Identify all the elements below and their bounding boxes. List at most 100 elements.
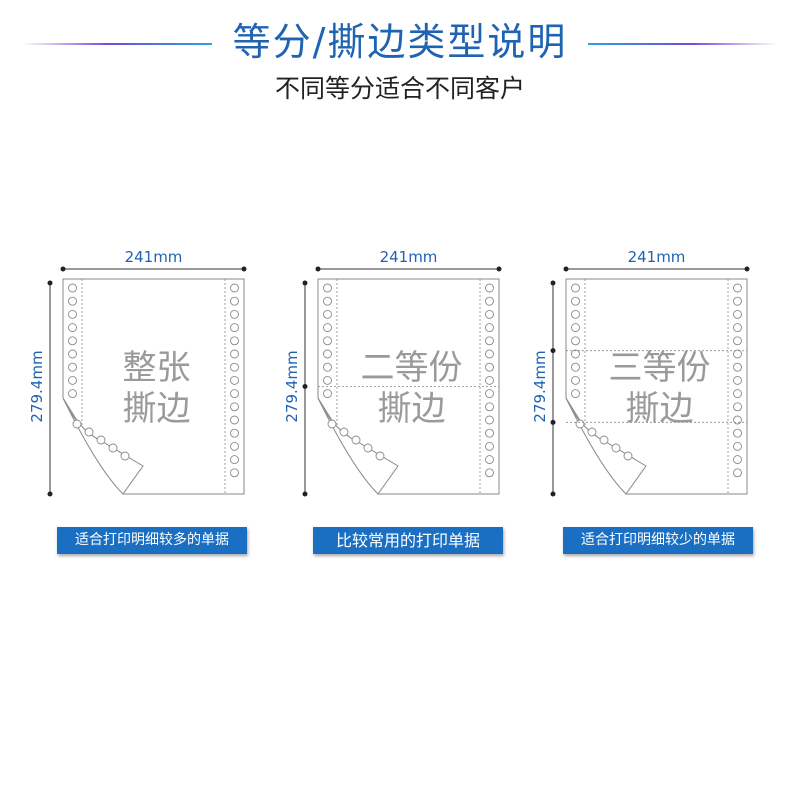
height-label: 279.4mm: [283, 350, 301, 422]
feed-hole: [485, 283, 494, 293]
dimension-dot: [241, 266, 247, 272]
folded-corner: [317, 397, 399, 495]
width-label: 241mm: [125, 248, 183, 266]
dimension-dot: [550, 419, 556, 425]
dimension-dot: [302, 491, 308, 497]
feed-hole: [323, 375, 332, 385]
caption-two-part: 比较常用的打印单据: [313, 527, 503, 554]
dimension-dot: [47, 491, 53, 497]
feed-hole: [323, 296, 332, 306]
feed-hole: [230, 428, 239, 438]
dimension-dot: [550, 348, 556, 354]
feed-hole: [485, 362, 494, 372]
dimension-dot: [60, 266, 66, 272]
height-label: 279.4mm: [531, 350, 549, 422]
feed-hole: [108, 443, 118, 453]
feed-hole: [485, 441, 494, 451]
dimension-dot: [496, 266, 502, 272]
feed-hole: [571, 362, 580, 372]
feed-hole: [375, 451, 385, 461]
feed-hole: [230, 415, 239, 425]
feed-hole: [733, 415, 742, 425]
feed-hole: [327, 419, 337, 429]
dimension-dot: [744, 266, 750, 272]
feed-hole: [485, 389, 494, 399]
feed-hole: [571, 283, 580, 293]
feed-hole: [230, 296, 239, 306]
feed-hole: [323, 309, 332, 319]
feed-hole: [733, 309, 742, 319]
feed-hole: [323, 362, 332, 372]
feed-hole: [68, 389, 77, 399]
feed-hole: [485, 323, 494, 333]
feed-hole: [68, 349, 77, 359]
dimension-dot: [47, 280, 53, 286]
feed-hole: [733, 375, 742, 385]
dimension-dot: [550, 491, 556, 497]
feed-hole: [68, 296, 77, 306]
feed-hole: [96, 435, 106, 445]
feed-hole: [485, 402, 494, 412]
feed-hole: [571, 349, 580, 359]
dimension-dot: [550, 280, 556, 286]
feed-hole: [230, 441, 239, 451]
feed-hole: [323, 349, 332, 359]
feed-hole: [733, 296, 742, 306]
feed-hole: [733, 402, 742, 412]
feed-hole: [485, 455, 494, 465]
feed-hole: [363, 443, 373, 453]
type-label-line1: 整张: [123, 348, 191, 388]
type-label-line1: 三等份: [609, 348, 711, 388]
feed-hole: [733, 349, 742, 359]
feed-hole: [230, 362, 239, 372]
feed-hole: [485, 468, 494, 478]
feed-hole: [623, 451, 633, 461]
type-label-line2: 撕边: [626, 389, 694, 429]
feed-hole: [599, 435, 609, 445]
feed-hole: [230, 375, 239, 385]
page-title: 等分/撕边类型说明: [232, 20, 568, 64]
feed-hole: [733, 323, 742, 333]
feed-hole: [230, 336, 239, 346]
dimension-dot: [302, 384, 308, 389]
feed-hole: [485, 349, 494, 359]
feed-hole: [84, 427, 94, 437]
feed-hole: [323, 323, 332, 333]
feed-hole: [733, 455, 742, 465]
feed-hole: [571, 323, 580, 333]
feed-hole: [230, 389, 239, 399]
feed-hole: [571, 309, 580, 319]
type-label-line2: 撕边: [123, 389, 191, 429]
feed-hole: [733, 428, 742, 438]
title-decor-line-left: [22, 43, 212, 45]
feed-hole: [485, 296, 494, 306]
feed-hole: [230, 468, 239, 478]
caption-three-part: 适合打印明细较少的单据: [563, 527, 753, 554]
width-label: 241mm: [380, 248, 438, 266]
feed-hole: [485, 375, 494, 385]
feed-hole: [733, 441, 742, 451]
feed-hole: [571, 375, 580, 385]
feed-hole: [733, 468, 742, 478]
feed-hole: [339, 427, 349, 437]
title-decor-line-right: [588, 43, 778, 45]
dimension-dot: [315, 266, 321, 272]
height-label: 279.4mm: [28, 350, 46, 422]
feed-hole: [485, 309, 494, 319]
feed-hole: [587, 427, 597, 437]
feed-hole: [485, 336, 494, 346]
feed-hole: [68, 309, 77, 319]
type-label-line1: 二等份: [361, 348, 463, 388]
feed-hole: [733, 336, 742, 346]
feed-hole: [733, 389, 742, 399]
dimension-dot: [302, 280, 308, 286]
feed-hole: [68, 283, 77, 293]
feed-hole: [351, 435, 361, 445]
feed-hole: [230, 402, 239, 412]
feed-hole: [575, 419, 585, 429]
folded-corner: [565, 397, 647, 495]
